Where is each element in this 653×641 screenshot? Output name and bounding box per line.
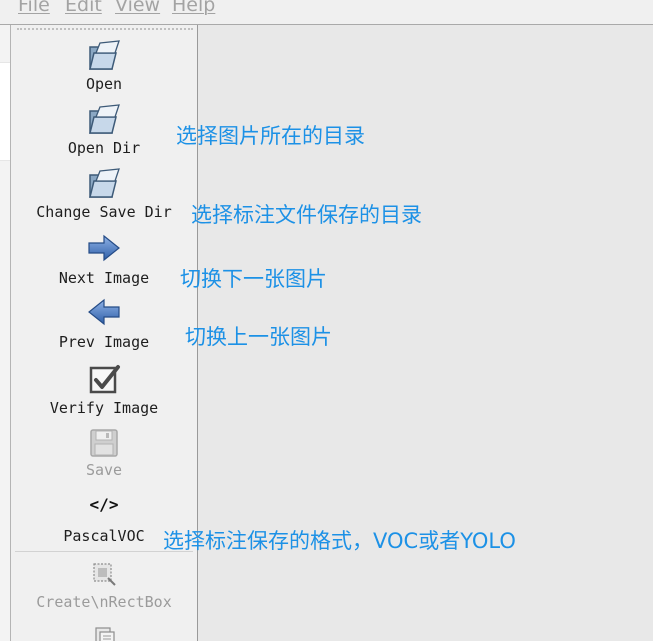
open-dir-button[interactable]: Open Dir <box>11 103 197 159</box>
menu-help[interactable]: Help <box>172 0 216 16</box>
verify-image-label: Verify Image <box>49 399 159 417</box>
save-label: Save <box>85 461 123 479</box>
duplicate-box-icon[interactable] <box>92 626 118 641</box>
annotation-format: 选择标注保存的格式，VOC或者YOLO <box>163 529 516 553</box>
format-pascalvoc-button[interactable]: </> PascalVOC <box>11 491 197 547</box>
change-save-dir-button[interactable]: Change Save Dir <box>11 167 197 223</box>
menu-file[interactable]: File <box>18 0 50 16</box>
menu-view[interactable]: View <box>115 0 161 16</box>
folder-open-icon <box>89 40 120 70</box>
image-canvas[interactable] <box>198 25 653 641</box>
verify-image-button[interactable]: Verify Image <box>11 361 197 419</box>
folder-open-icon <box>89 104 120 134</box>
left-dock-strip <box>0 25 10 641</box>
annotation-open-dir: 选择图片所在的目录 <box>176 124 365 148</box>
open-button[interactable]: Open <box>11 39 197 95</box>
format-label: PascalVOC <box>63 527 145 545</box>
rect-box-icon <box>93 563 116 586</box>
arrow-left-icon <box>88 298 120 326</box>
tool-bar: Open Open Dir Change Save Dir <box>10 25 198 641</box>
checkbox-icon <box>89 365 120 394</box>
code-icon: </> <box>89 495 119 514</box>
menu-bar: File Edit View Help <box>0 0 653 25</box>
annotation-next-image: 切换下一张图片 <box>180 267 327 291</box>
open-dir-label: Open Dir <box>67 139 141 157</box>
change-save-dir-label: Change Save Dir <box>36 203 172 221</box>
next-image-label: Next Image <box>58 269 150 287</box>
arrow-right-icon <box>88 234 120 262</box>
floppy-disk-icon <box>90 429 118 457</box>
annotation-prev-image: 切换上一张图片 <box>185 325 332 349</box>
menu-edit[interactable]: Edit <box>65 0 102 16</box>
annotation-change-save-dir: 选择标注文件保存的目录 <box>191 203 422 227</box>
toolbar-grip-handle[interactable] <box>17 28 193 30</box>
left-dock-segment <box>0 62 10 161</box>
folder-open-icon <box>89 168 120 198</box>
create-rect-box-label: Create\nRectBox <box>36 593 172 611</box>
create-rect-box-button[interactable]: Create\nRectBox <box>11 559 197 615</box>
save-button[interactable]: Save <box>11 425 197 481</box>
next-image-button[interactable]: Next Image <box>11 233 197 289</box>
prev-image-button[interactable]: Prev Image <box>11 297 197 353</box>
open-label: Open <box>85 75 123 93</box>
toolbar-separator <box>15 551 193 552</box>
prev-image-label: Prev Image <box>58 333 150 351</box>
